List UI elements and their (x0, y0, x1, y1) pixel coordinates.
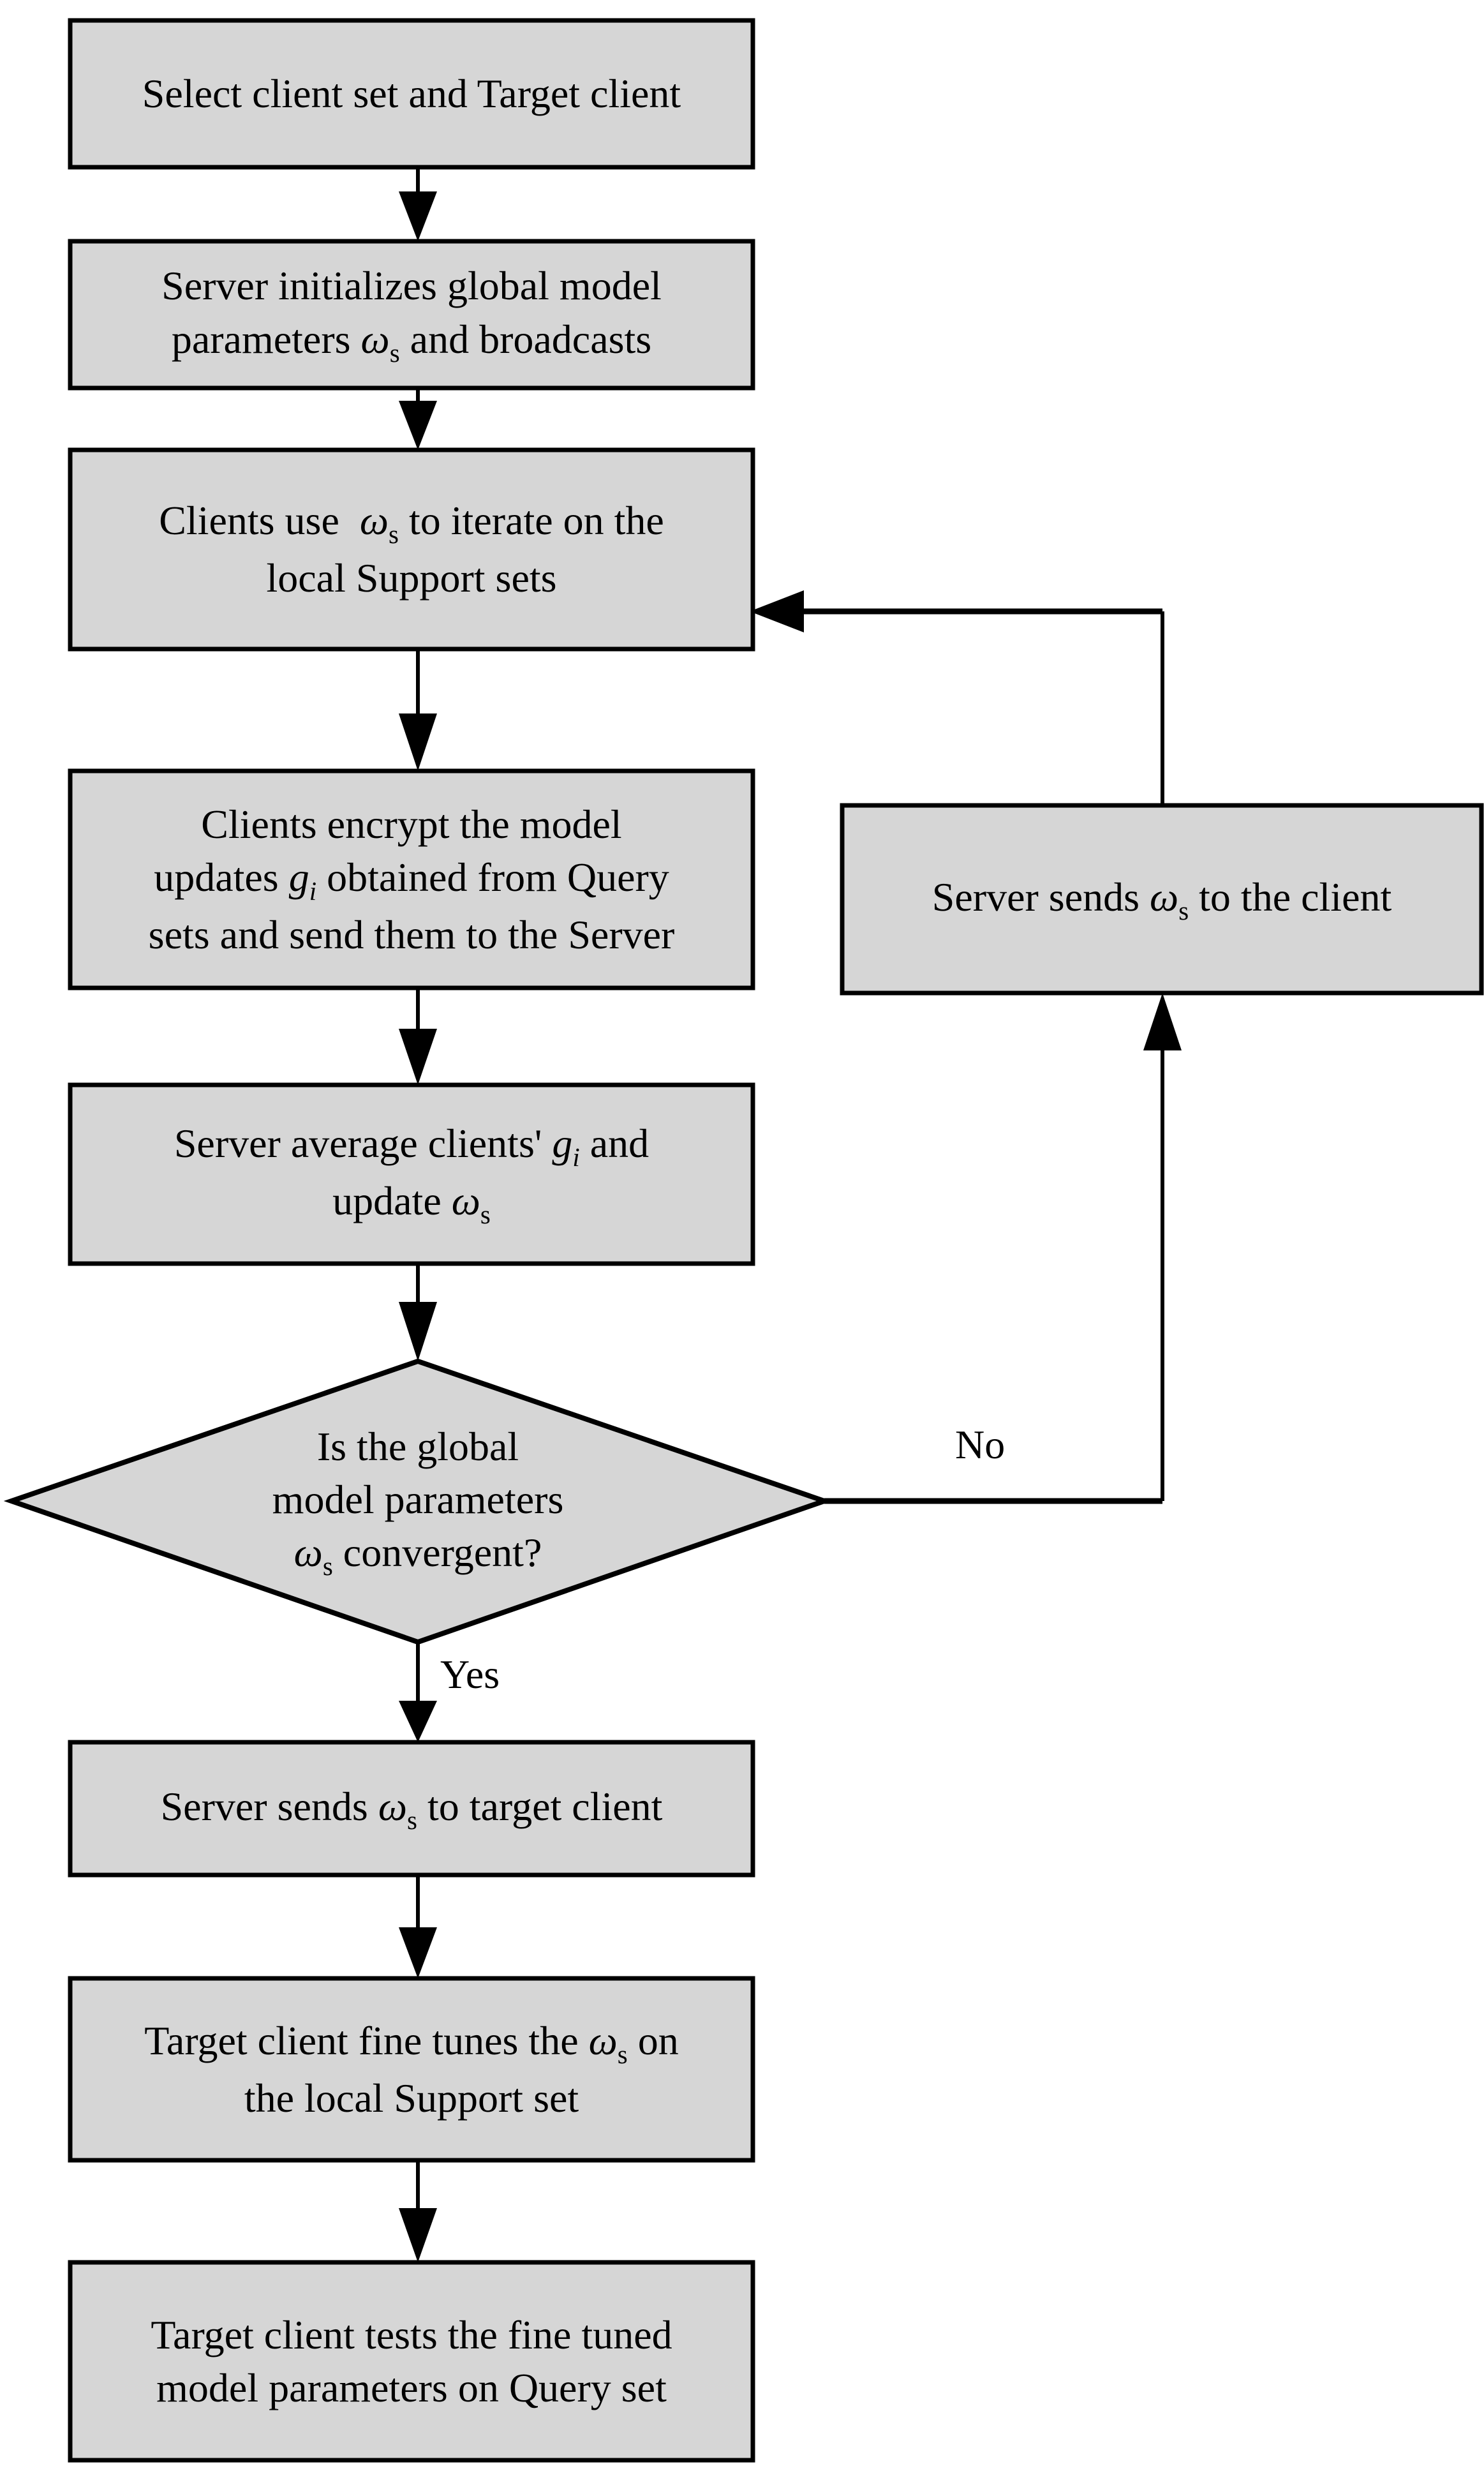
node-server-send-target[interactable] (68, 1740, 755, 1878)
edge-init-to-iterate (399, 388, 437, 450)
node-select-clients[interactable] (68, 18, 755, 170)
node-target-finetune[interactable] (68, 1976, 755, 2163)
edge-label-yes: Yes (440, 1652, 500, 1697)
edge-iterate-to-encrypt (399, 649, 437, 771)
edge-average-to-decision (399, 1264, 437, 1361)
edge-select-to-init (399, 167, 437, 241)
edge-decision-yes-to-send-target (399, 1642, 437, 1742)
node-convergence-check[interactable] (3, 1358, 833, 1645)
edge-send-target-to-finetune (399, 1875, 437, 1978)
node-clients-iterate[interactable] (68, 447, 755, 652)
edge-decision-no-to-server-send (824, 993, 1182, 1504)
node-target-test[interactable] (68, 2260, 755, 2463)
node-server-average[interactable] (68, 1082, 755, 1266)
node-clients-encrypt[interactable] (68, 768, 755, 990)
node-server-send-client[interactable] (840, 803, 1484, 996)
edge-finetune-to-test (399, 2160, 437, 2262)
edge-label-no: No (955, 1422, 1005, 1467)
node-server-init[interactable] (68, 239, 755, 391)
edge-server-send-to-iterate (750, 590, 1164, 805)
edge-encrypt-to-average (399, 988, 437, 1085)
